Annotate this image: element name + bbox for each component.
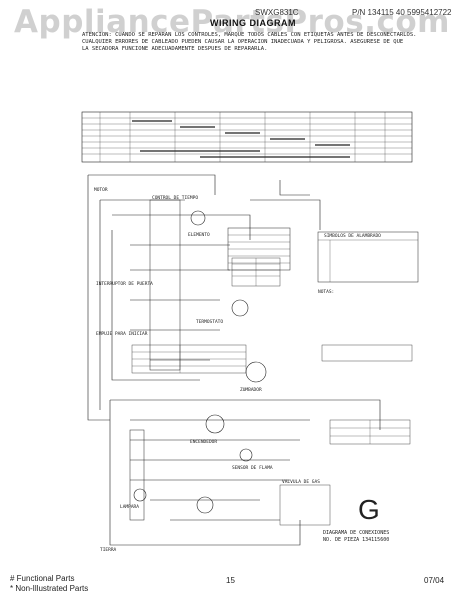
diagram-title: WIRING DIAGRAM [210,18,296,28]
label-timer: CONTROL DE TIEMPO [152,196,199,201]
symbols-legend-title: SIMBOLOS DE ALAMBRADO [324,234,381,239]
page-number: 15 [226,576,235,585]
part-reference: P/N 134115 40 5995412722 [352,8,452,17]
label-sensor: SENSOR DE FLAMA [232,466,273,471]
watermark-logo: AppliancePartsPros.com [14,4,450,40]
label-igniter: ENCENDEDOR [190,440,218,445]
label-door-switch: INTERRUPTOR DE PUERTA [96,282,153,287]
warning-text: ATENCION: CUANDO SE REPARAN LOS CONTROLE… [82,32,417,52]
label-thermostat: TERMOSTATO [196,320,224,325]
label-gas-valve: VALVULA DE GAS [282,480,320,485]
timer-block [149,199,181,371]
footer-non-illustrated-parts: * Non-Illustrated Parts [10,584,89,593]
symbols-legend-box [317,231,419,283]
gas-valve-block [279,484,331,526]
motor-circle [245,361,267,383]
label-ground: TIERRA [100,548,117,553]
timer-chart-table [81,111,413,163]
label-motor: MOTOR [94,188,108,193]
model-number: SWXG831C [255,8,299,17]
footer-date: 07/04 [424,576,445,585]
connection-diagram-note: DIAGRAMA DE CONEXIONES NO. DE PIEZA 1341… [323,530,390,543]
lower-motor-symbol [205,414,225,434]
label-buzzer: ZUMBADOR [240,388,262,393]
label-drum-lamp: LAMPARA [120,505,139,510]
label-heater: ELEMENTO [188,233,210,238]
label-push-to-start: EMPUJE PARA INICIAR [96,332,148,337]
connection-diagram-letter: G [358,494,380,525]
footer-functional-parts: # Functional Parts [10,574,75,583]
motor-symbol [190,210,206,226]
notes-title: NOTAS: [318,290,335,295]
main-wire-left [87,175,110,421]
